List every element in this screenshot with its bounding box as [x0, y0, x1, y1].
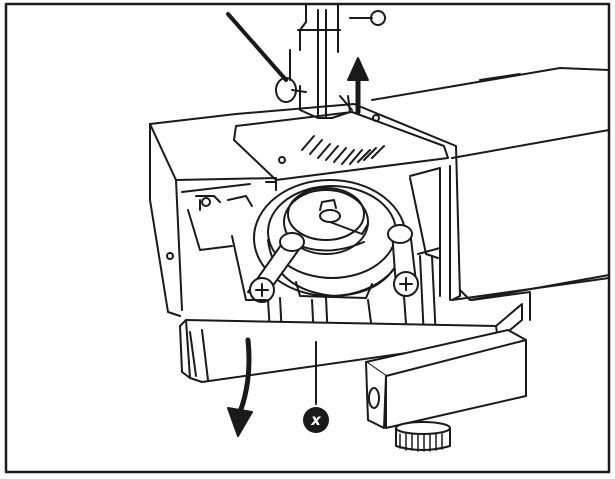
free-arm-cover [179, 291, 531, 383]
retainer-screw-left [249, 277, 275, 303]
knee-lift-bar [365, 329, 527, 429]
bed-cover [149, 103, 461, 317]
needle-plate [233, 111, 449, 181]
callout-badge [303, 407, 329, 433]
presser-foot [275, 3, 386, 119]
needle-pointer-line [226, 12, 288, 82]
machine-body [371, 67, 610, 301]
retainer-screw-right [393, 271, 419, 297]
down-curved-arrow [227, 337, 253, 437]
adjust-foot [395, 421, 451, 452]
callout-label: x [310, 411, 322, 429]
